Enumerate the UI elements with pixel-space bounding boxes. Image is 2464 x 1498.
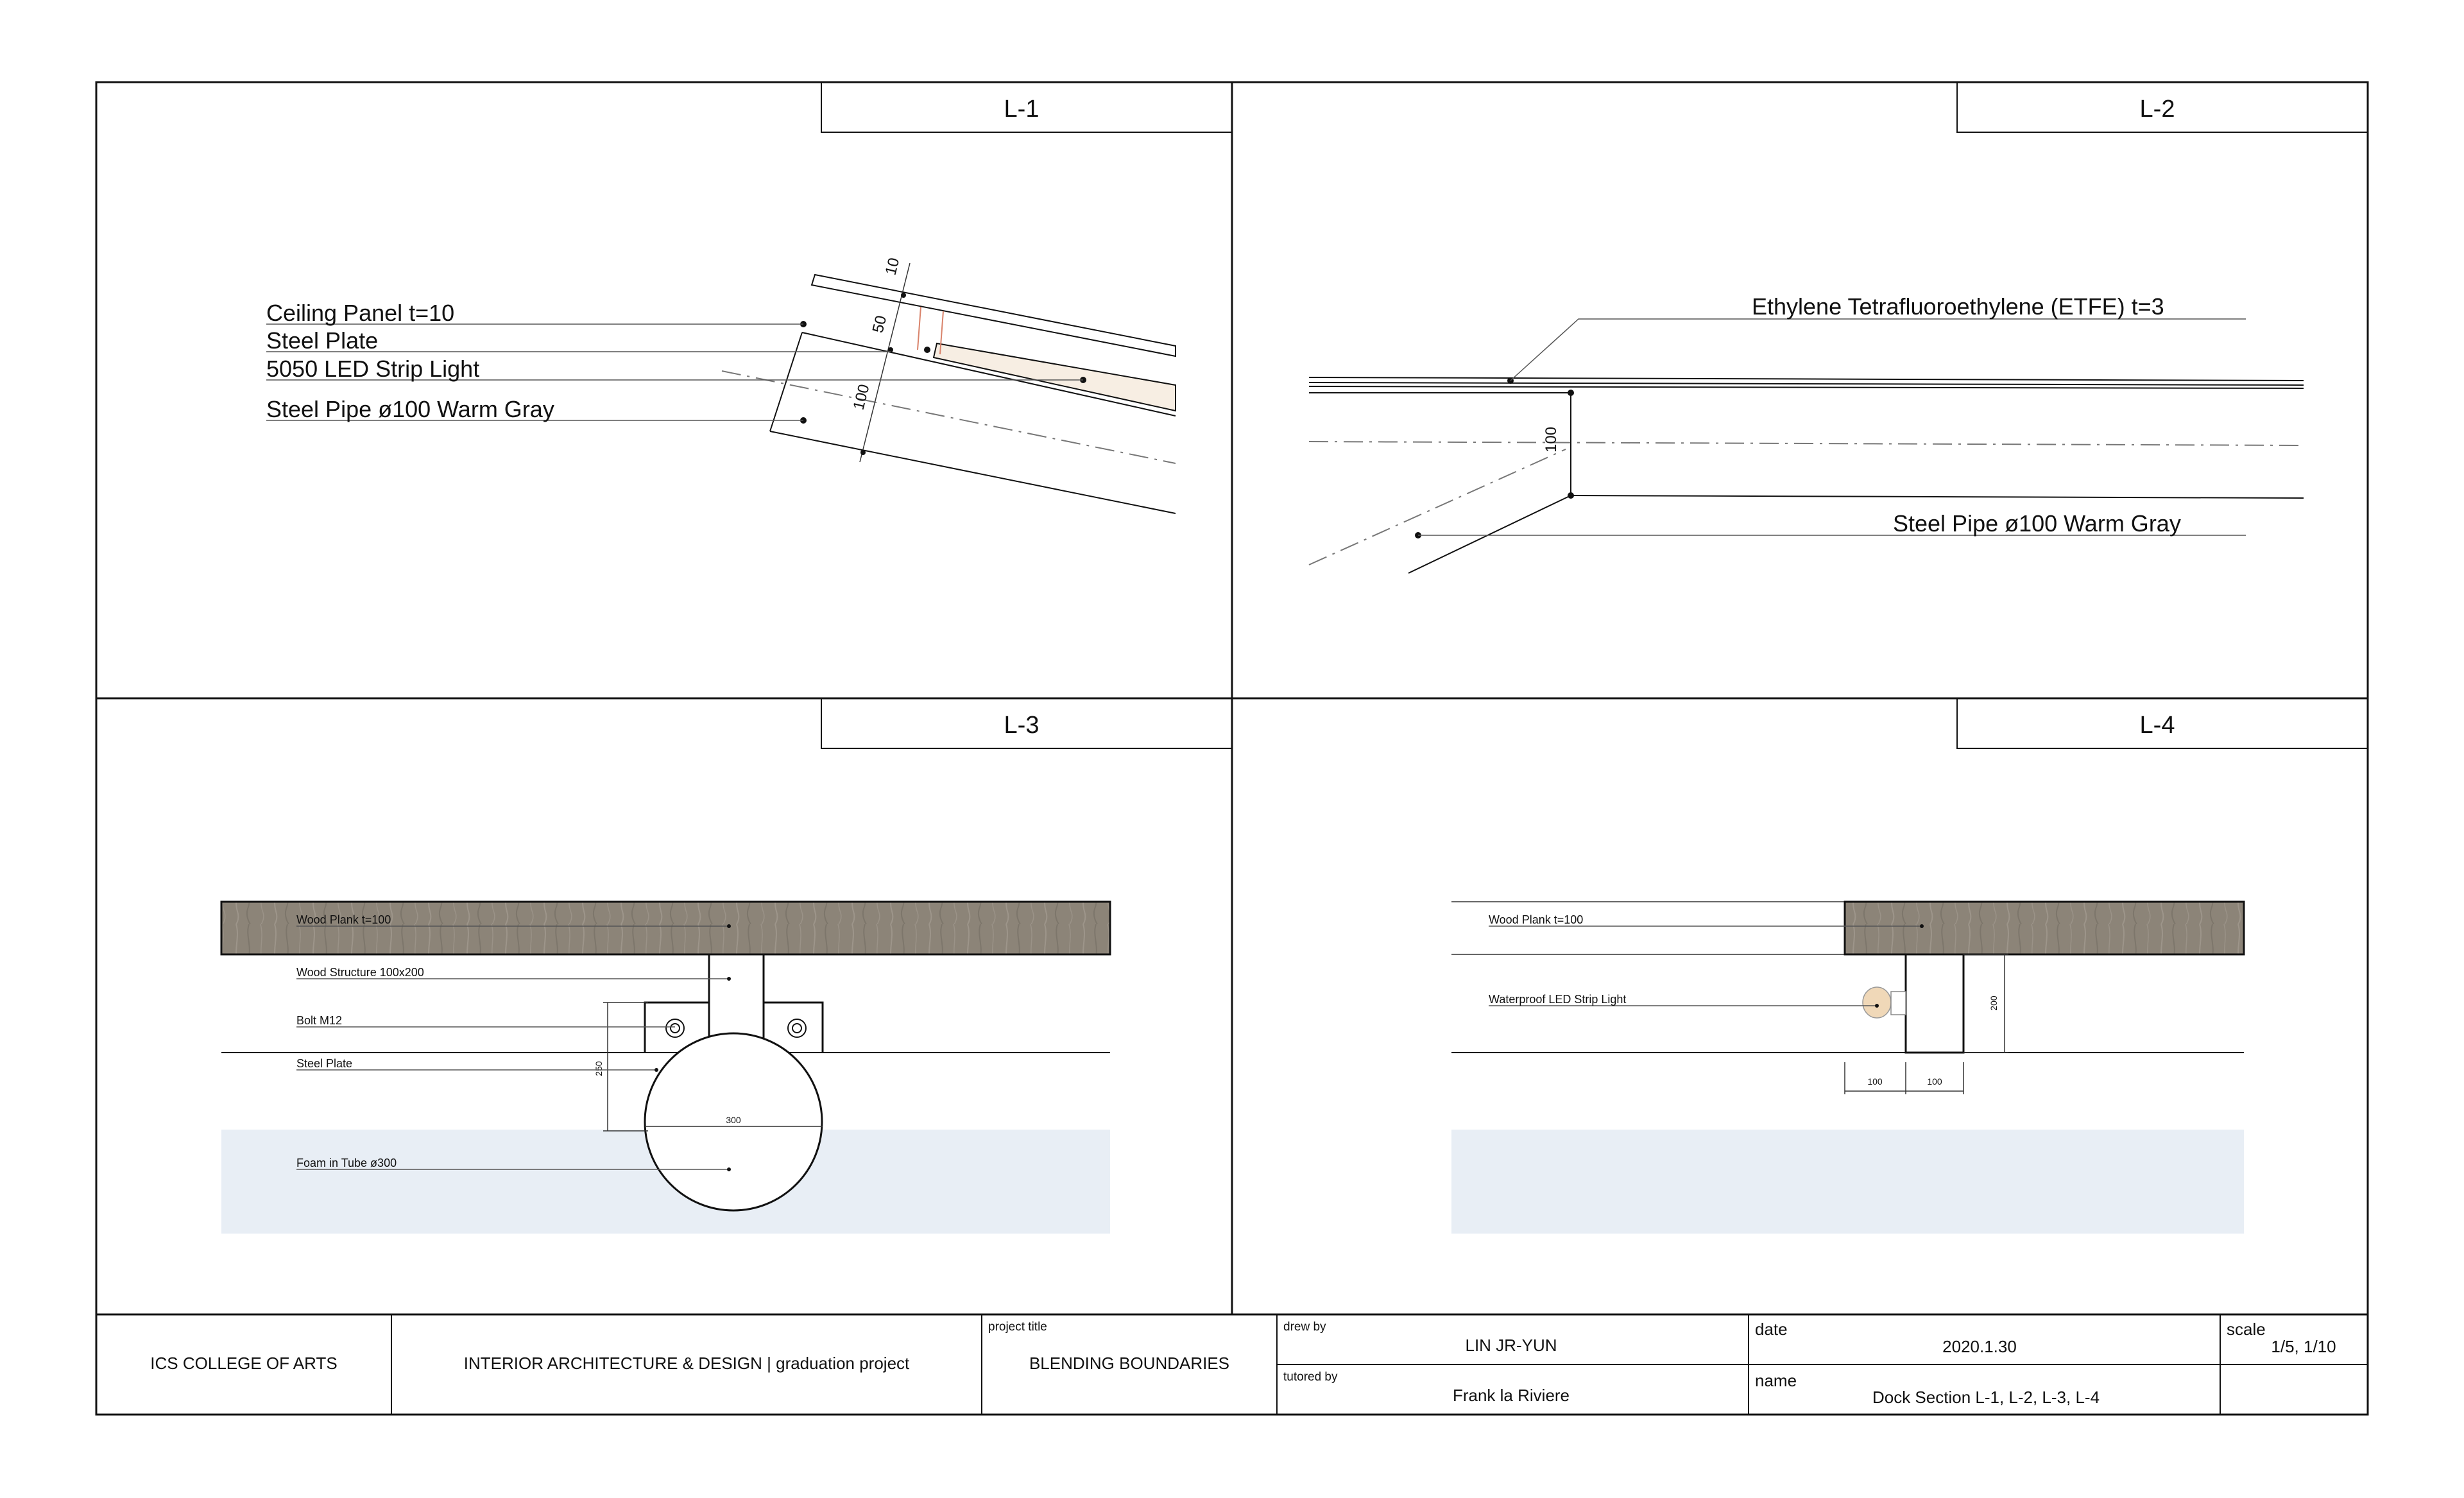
l3-label-foam-tube: Foam in Tube ø300 xyxy=(296,1157,397,1169)
l3-dim-300: 300 xyxy=(726,1115,741,1125)
l4-wood-plank xyxy=(1844,900,2245,956)
detail-tag-l3: L-3 xyxy=(821,698,1233,749)
l2-label-steel-pipe: Steel Pipe ø100 Warm Gray xyxy=(1893,510,2181,537)
tb-drew-by-label: drew by xyxy=(1283,1320,1326,1334)
tb-school: ICS COLLEGE OF ARTS xyxy=(150,1354,337,1373)
l4-label-led-strip: Waterproof LED Strip Light xyxy=(1489,993,1626,1006)
tb-tutored-by-label: tutored by xyxy=(1283,1370,1338,1384)
l1-dim-100: 100 xyxy=(850,383,873,411)
tb-name-label: name xyxy=(1755,1371,1797,1390)
detail-l1: Ceiling Panel t=10 Steel Plate 5050 LED … xyxy=(266,256,1176,514)
tb-date: 2020.1.30 xyxy=(1942,1337,2017,1356)
l1-label-steel-pipe: Steel Pipe ø100 Warm Gray xyxy=(266,396,554,422)
detail-tag-l4: L-4 xyxy=(1956,698,2368,749)
l1-label-ceiling-panel: Ceiling Panel t=10 xyxy=(266,300,454,326)
tb-scale: 1/5, 1/10 xyxy=(2271,1337,2336,1356)
l1-dim-10: 10 xyxy=(882,256,903,277)
l2-label-etfe: Ethylene Tetrafluoroethylene (ETFE) t=3 xyxy=(1752,293,2164,320)
l3-label-wood-structure: Wood Structure 100x200 xyxy=(296,966,424,979)
l1-label-led-strip: 5050 LED Strip Light xyxy=(266,356,479,382)
l4-dim-100a: 100 xyxy=(1867,1076,1883,1087)
title-block: ICS COLLEGE OF ARTS INTERIOR ARCHITECTUR… xyxy=(150,1314,2368,1415)
l1-dim-50: 50 xyxy=(869,314,891,334)
l1-label-steel-plate: Steel Plate xyxy=(266,327,378,354)
l2-dim-100: 100 xyxy=(1543,427,1560,452)
l3-label-wood-plank: Wood Plank t=100 xyxy=(296,913,391,926)
tb-project-title-label: project title xyxy=(988,1320,1047,1334)
tb-project-title: BLENDING BOUNDARIES xyxy=(1029,1354,1229,1373)
l4-water xyxy=(1451,1130,2244,1234)
tb-program: INTERIOR ARCHITECTURE & DESIGN | graduat… xyxy=(464,1354,910,1373)
l4-dim-200: 200 xyxy=(1989,995,1999,1011)
tb-scale-label: scale xyxy=(2227,1320,2266,1339)
detail-tag-l2: L-2 xyxy=(1956,82,2368,133)
svg-text:L-4: L-4 xyxy=(2140,712,2175,739)
detail-l3: 250 300 Wood Plank t=100 Wood Structure … xyxy=(220,900,1111,1234)
detail-l4: 200 100 100 Wood Plank t=100 Waterproof … xyxy=(1451,900,2245,1234)
l3-wood-plank xyxy=(220,900,1111,956)
l3-foam-tube xyxy=(644,1032,823,1212)
tb-date-label: date xyxy=(1755,1320,1788,1339)
svg-text:L-3: L-3 xyxy=(1004,712,1040,739)
l4-label-wood-plank: Wood Plank t=100 xyxy=(1489,913,1583,926)
svg-text:L-1: L-1 xyxy=(1004,96,1040,123)
svg-text:L-2: L-2 xyxy=(2140,96,2175,123)
l4-dim-100b: 100 xyxy=(1927,1076,1942,1087)
l3-label-bolt: Bolt M12 xyxy=(296,1014,342,1027)
detail-tag-l1: L-1 xyxy=(821,82,1233,133)
tb-name: Dock Section L-1, L-2, L-3, L-4 xyxy=(1872,1388,2100,1407)
l3-label-steel-plate: Steel Plate xyxy=(296,1057,352,1070)
detail-l2: Ethylene Tetrafluoroethylene (ETFE) t=3 … xyxy=(1308,293,2304,574)
tb-drew-by: LIN JR-YUN xyxy=(1465,1336,1557,1355)
tb-tutored-by: Frank la Riviere xyxy=(1453,1386,1570,1405)
l4-led-strip xyxy=(1862,986,1892,1019)
l3-dim-250: 250 xyxy=(594,1061,604,1076)
